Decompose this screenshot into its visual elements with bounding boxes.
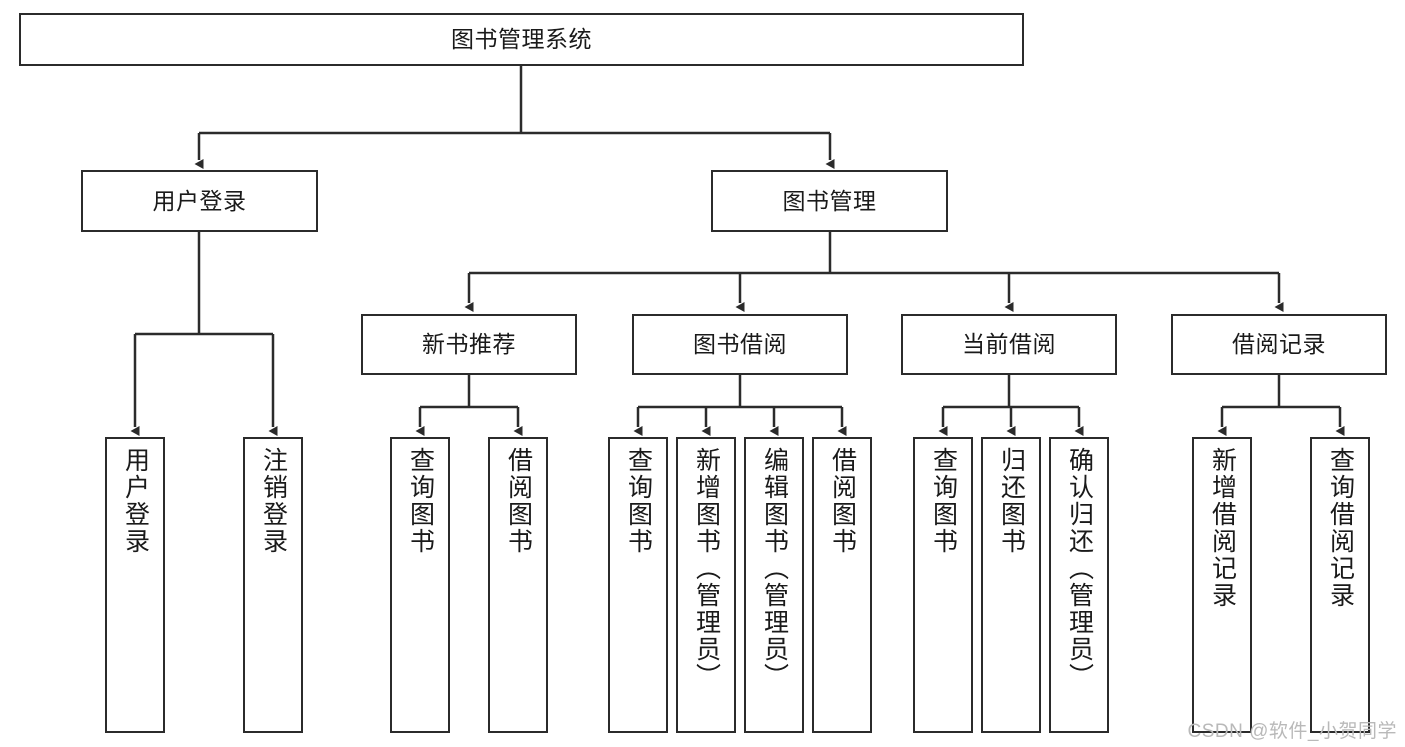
node-label: 借阅图书 bbox=[504, 447, 533, 555]
node-label: 归还图书 bbox=[997, 447, 1026, 555]
node-label: 新增图书（管理员） bbox=[692, 447, 721, 690]
node-label: 图书借阅 bbox=[693, 331, 787, 357]
leaf-book-borrow-add-book-admin[interactable]: 新增图书（管理员） bbox=[676, 437, 736, 733]
node-new-book-recommend[interactable]: 新书推荐 bbox=[361, 314, 577, 375]
node-label: 新增借阅记录 bbox=[1208, 447, 1237, 609]
leaf-current-borrow-query-book[interactable]: 查询图书 bbox=[913, 437, 973, 733]
leaf-book-borrow-edit-book-admin[interactable]: 编辑图书（管理员） bbox=[744, 437, 804, 733]
leaf-current-borrow-return-book[interactable]: 归还图书 bbox=[981, 437, 1041, 733]
leaf-new-book-borrow-book[interactable]: 借阅图书 bbox=[488, 437, 548, 733]
node-book-borrow[interactable]: 图书借阅 bbox=[632, 314, 848, 375]
node-current-borrow[interactable]: 当前借阅 bbox=[901, 314, 1117, 375]
leaf-borrow-record-add-record[interactable]: 新增借阅记录 bbox=[1192, 437, 1252, 733]
leaf-user-login-logout[interactable]: 注销登录 bbox=[243, 437, 303, 733]
leaf-new-book-query-book[interactable]: 查询图书 bbox=[390, 437, 450, 733]
node-label: 查询图书 bbox=[929, 447, 958, 555]
node-label: 注销登录 bbox=[259, 447, 288, 555]
node-label: 借阅图书 bbox=[828, 447, 857, 555]
node-label: 新书推荐 bbox=[422, 331, 516, 357]
node-label: 借阅记录 bbox=[1232, 331, 1326, 357]
node-label: 当前借阅 bbox=[962, 331, 1056, 357]
leaf-book-borrow-borrow-book[interactable]: 借阅图书 bbox=[812, 437, 872, 733]
node-label: 编辑图书（管理员） bbox=[760, 447, 789, 690]
node-borrow-record[interactable]: 借阅记录 bbox=[1171, 314, 1387, 375]
leaf-borrow-record-query-record[interactable]: 查询借阅记录 bbox=[1310, 437, 1370, 733]
node-label: 查询借阅记录 bbox=[1326, 447, 1355, 609]
node-user-login[interactable]: 用户登录 bbox=[81, 170, 318, 232]
leaf-current-borrow-confirm-return-admin[interactable]: 确认归还（管理员） bbox=[1049, 437, 1109, 733]
node-root-book-management-system[interactable]: 图书管理系统 bbox=[19, 13, 1024, 66]
node-book-management[interactable]: 图书管理 bbox=[711, 170, 948, 232]
leaf-book-borrow-query-book[interactable]: 查询图书 bbox=[608, 437, 668, 733]
node-label: 图书管理 bbox=[782, 187, 877, 214]
node-label: 查询图书 bbox=[406, 447, 435, 555]
leaf-user-login-login[interactable]: 用户登录 bbox=[105, 437, 165, 733]
node-label: 用户登录 bbox=[121, 447, 150, 555]
node-label: 用户登录 bbox=[152, 187, 247, 214]
node-label: 图书管理系统 bbox=[451, 26, 592, 52]
node-label: 查询图书 bbox=[624, 447, 653, 555]
node-label: 确认归还（管理员） bbox=[1065, 447, 1094, 690]
